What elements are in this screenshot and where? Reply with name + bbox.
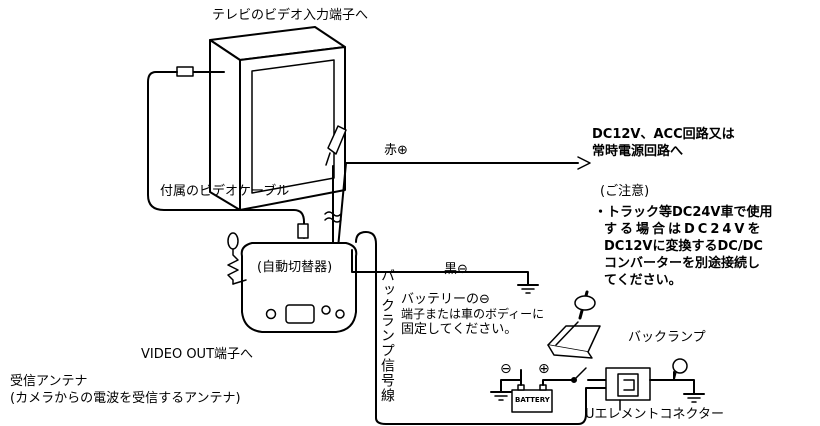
caution-line1: ・トラック等DC24V車で使用 xyxy=(594,205,773,220)
caution-line5: てください。 xyxy=(604,273,682,288)
caution-title: (ご注意) xyxy=(600,184,650,199)
video-out-label: VIDEO OUT端子へ xyxy=(141,347,254,362)
black-wire-label: 黒⊖ xyxy=(444,262,468,277)
caution-line3: DC12Vに変換するDC/DC xyxy=(604,239,763,254)
caution-line2: する場合はDC24Vを xyxy=(604,222,764,237)
tv-monitor-shape xyxy=(209,26,346,211)
antenna-label-line2: (カメラからの電波を受信するアンテナ) xyxy=(10,391,241,406)
caution-line4: コンバーターを別途接続し xyxy=(604,256,761,271)
back-lamp-label: バックランプ xyxy=(628,330,706,345)
battery-note-line2: 端子または車のボディーに xyxy=(401,307,545,321)
battery-minus-sign: ⊖ xyxy=(500,361,512,377)
battery-note-line1: バッテリーの⊖ xyxy=(401,292,490,307)
u-connector-label: Uエレメントコネクター xyxy=(585,407,724,422)
dc12v-label-line1: DC12V、ACC回路又は xyxy=(592,127,735,142)
battery-plus-sign: ⊕ xyxy=(538,361,550,377)
auto-switcher-label: (自動切替器) xyxy=(257,260,333,275)
back-lamp-signal-label: バックランプ信号線 xyxy=(379,268,395,403)
switcher-shape xyxy=(240,242,358,333)
antenna-label-line1: 受信アンテナ xyxy=(10,374,88,389)
dc12v-label-line2: 常時電源回路へ xyxy=(592,144,684,159)
red-wire-label: 赤⊕ xyxy=(384,143,408,158)
battery-note-line3: 固定してください。 xyxy=(401,322,518,337)
video-cable-label: 付属のビデオケーブル xyxy=(160,184,290,199)
tv-video-input-label: テレビのビデオ入力端子へ xyxy=(212,8,369,23)
battery-text: BATTERY xyxy=(515,396,550,404)
